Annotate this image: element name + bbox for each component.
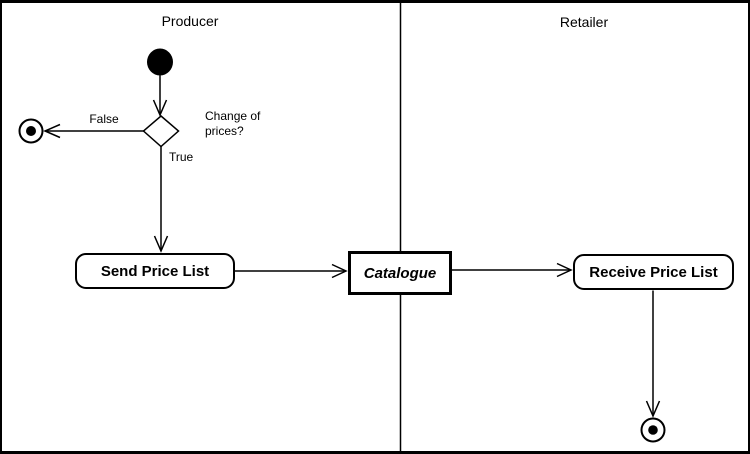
object-node-label: Catalogue — [363, 264, 437, 282]
arrowhead-into-receive-icon — [556, 262, 573, 278]
arrowhead-into-catalogue-icon — [331, 263, 348, 279]
arrowhead-into-final-bottom-icon — [645, 400, 661, 418]
action-node-send-price-list: Send Price List — [75, 253, 235, 289]
action-node-receive-price-list: Receive Price List — [573, 254, 734, 290]
diagram-shapes-layer — [18, 3, 666, 451]
arrowhead-into-send-icon — [153, 235, 169, 253]
lane-title-retailer: Retailer — [559, 14, 609, 30]
guard-label-false: False — [89, 112, 119, 126]
guard-label-true: True — [169, 150, 194, 164]
action-node-label: Send Price List — [100, 262, 210, 280]
action-node-label: Receive Price List — [589, 263, 718, 281]
object-node-catalogue: Catalogue — [348, 251, 452, 295]
decision-diamond — [142, 115, 180, 148]
lane-title-producer: Producer — [161, 13, 219, 29]
final-node-retailer — [640, 417, 666, 443]
initial-node — [147, 48, 173, 76]
arrowhead-into-decision-icon — [152, 99, 168, 117]
arrowhead-into-final-left-icon — [43, 123, 61, 139]
decision-question-label: Change of prices? — [205, 109, 261, 138]
final-node-producer — [18, 118, 44, 144]
